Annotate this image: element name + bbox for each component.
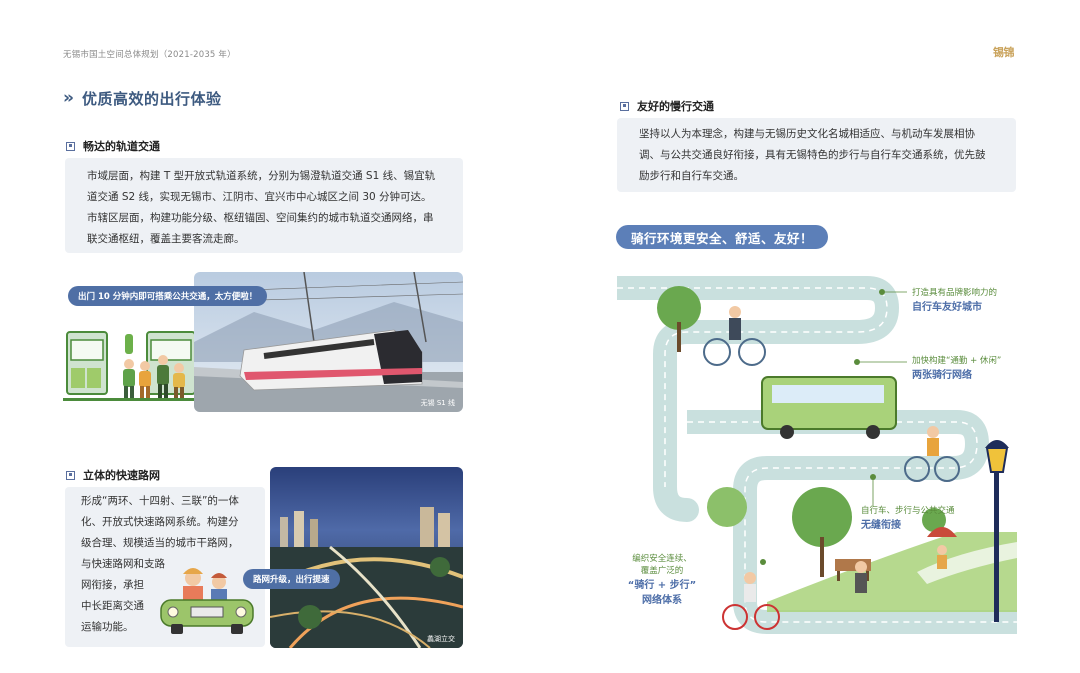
annotation-brand-city-line1: 打造具有品牌影响力的 [912, 288, 998, 298]
expressway-line: 中长距离交通 [81, 600, 144, 612]
expressway-line: 级合理、规模适当的城市干路网， [81, 537, 239, 549]
main-title: » 优质高效的出行体验 [63, 88, 222, 109]
annotation-network-system-line1: 编织安全连续、 [632, 554, 692, 564]
annotation-two-networks: 加快构建“通勤 + 休闲” 两张骑行网络 [912, 354, 1001, 381]
annotation-brand-city: 打造具有品牌影响力的 自行车友好城市 [912, 286, 997, 313]
slow-paragraph: 坚持以人为本理念，构建与无锡历史文化名城相适应、与机动车发展相协调、与公共交通良… [639, 128, 986, 182]
interchange-photo-svg [270, 467, 463, 648]
section-heading-rail: 畅达的轨道交通 [66, 138, 160, 154]
section-heading-slow: 友好的慢行交通 [620, 98, 714, 114]
expressway-speech-bubble: 路网升级，出行提速 [243, 569, 340, 589]
double-chevron-icon: » [63, 88, 74, 108]
slow-text-box: 坚持以人为本理念，构建与无锡历史文化名城相适应、与机动车发展相协调、与公共交通良… [617, 118, 1016, 192]
interchange-photo: 蠡湖立交 [270, 467, 463, 648]
annotation-seamless: 自行车、步行与公共交通 无缝衔接 [861, 504, 955, 531]
rail-text-box: 市域层面，构建 T 型开放式轨道系统，分别为锡澄轨道交通 S1 线、锡宜轨道交通… [65, 158, 463, 253]
annotation-brand-city-line2: 自行车友好城市 [912, 302, 982, 313]
cycling-path-svg [605, 276, 1017, 634]
square-bullet-icon [66, 470, 75, 480]
annotation-seamless-line1: 自行车、步行与公共交通 [861, 506, 955, 516]
rail-speech-bubble: 出门 10 分钟内即可搭乘公共交通，太方便啦！ [68, 286, 268, 306]
square-bullet-icon [620, 101, 629, 111]
annotation-network-system-line2b: 网络体系 [642, 595, 682, 606]
car-svg [160, 568, 254, 634]
section-heading-rail-text: 畅达的轨道交通 [83, 140, 160, 153]
expressway-line: 与快速路网和支路 [81, 558, 165, 570]
square-bullet-icon [66, 141, 75, 151]
main-title-text: 优质高效的出行体验 [81, 90, 222, 108]
annotation-network-system: 编织安全连续、 覆盖广泛的 “骑行 + 步行” 网络体系 [607, 552, 717, 606]
rail-paragraph: 市域层面，构建 T 型开放式轨道系统，分别为锡澄轨道交通 S1 线、锡宜轨道交通… [87, 170, 436, 245]
annotation-two-networks-line1: 加快构建“通勤 + 休闲” [912, 356, 1002, 366]
cycling-infographic: 打造具有品牌影响力的 自行车友好城市 加快构建“通勤 + 休闲” 两张骑行网络 … [605, 272, 1017, 644]
section-heading-slow-text: 友好的慢行交通 [637, 100, 714, 113]
interchange-photo-caption: 蠡湖立交 [427, 635, 455, 643]
logo: 锡锦 [993, 46, 1015, 59]
expressway-line: 网衔接，承担 [81, 579, 144, 591]
annotation-seamless-line2: 无缝衔接 [861, 520, 901, 531]
annotation-network-system-line1b: 覆盖广泛的 [640, 566, 684, 576]
section-heading-expressway-text: 立体的快速路网 [83, 469, 160, 482]
expressway-line: 运输功能。 [81, 621, 134, 633]
expressway-line: 化、开放式快速路网系统。构建分 [81, 516, 239, 528]
car-illustration [157, 560, 257, 638]
annotation-two-networks-line2: 两张骑行网络 [912, 370, 972, 381]
running-head: 无锡市国土空间总体规划（2021-2035 年） [63, 50, 236, 60]
section-heading-expressway: 立体的快速路网 [66, 467, 160, 483]
bus-stop-svg [63, 331, 203, 401]
annotation-network-system-line2: “骑行 + 步行” [627, 580, 697, 591]
metro-photo-caption: 无锡 S1 线 [420, 399, 455, 407]
expressway-line: 形成“两环、十四射、三联”的一体 [81, 495, 239, 507]
cycling-banner: 骑行环境更安全、舒适、友好！ [616, 225, 828, 249]
